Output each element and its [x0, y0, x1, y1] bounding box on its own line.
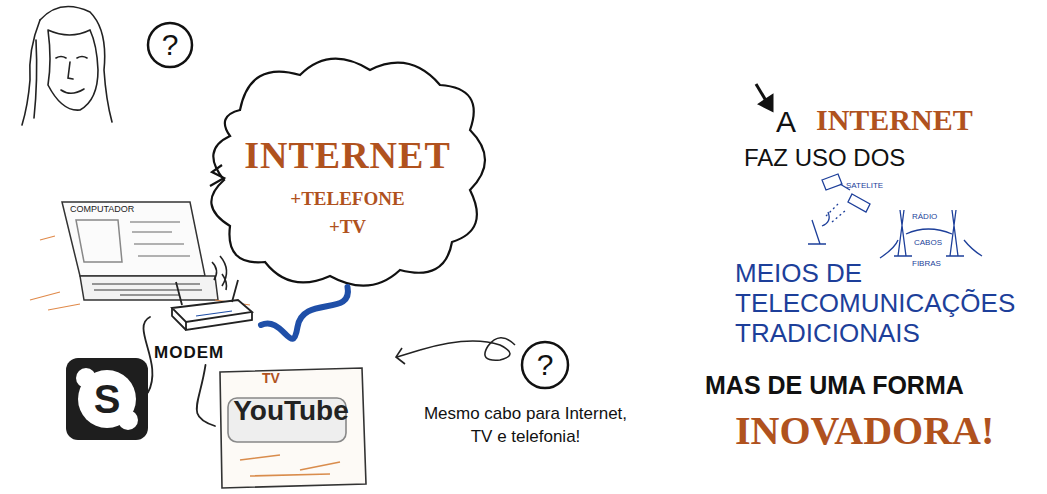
radio-towers: [880, 210, 982, 258]
media-label: RÁDIO: [912, 212, 937, 221]
tv-sketch: [220, 368, 366, 488]
skype-icon: [118, 410, 138, 430]
woman-sketch: [77, 57, 87, 59]
modem-sketch: [186, 312, 252, 330]
caption-note: Mesmo cabo para Internet, TV e telefonia…: [418, 402, 633, 448]
wifi-waves: [222, 274, 227, 290]
tv-node: TV YouTube: [215, 365, 367, 487]
skype-icon: [76, 368, 96, 388]
modem-sketch: [196, 311, 232, 316]
caption-pointer: [396, 348, 405, 364]
device-label: TV: [262, 369, 280, 387]
caption-pointer: [396, 338, 515, 364]
satellite-sketch: [822, 212, 829, 226]
app-logo: S: [94, 377, 121, 421]
heading-word: A: [776, 104, 796, 140]
heading-line: FAZ USO DOS: [744, 144, 905, 172]
laptop-sketch: [76, 220, 122, 262]
cloud-outline: [210, 165, 224, 186]
laptop-sketch: [30, 236, 250, 310]
wifi-waves: [212, 262, 217, 280]
satellite-sketch: [826, 204, 846, 222]
wire-line: [197, 365, 215, 426]
woman-sketch: [40, 7, 112, 122]
modem-sketch: [172, 300, 252, 322]
question-mark: ?: [522, 342, 568, 388]
cloud-item: +TV: [329, 213, 366, 241]
device-label: COMPUTADOR: [70, 204, 218, 215]
woman-sketch: [61, 89, 84, 93]
modem-sketch: [172, 308, 186, 330]
modem-sketch: [172, 280, 252, 330]
satellite-sketch: [822, 174, 842, 190]
media-label: CABOS: [914, 238, 942, 247]
cloud-outline: [210, 59, 485, 286]
woman-sketch: [48, 30, 98, 110]
woman-sketch: [68, 62, 73, 79]
cloud-outline: [211, 59, 485, 286]
pointer-arrow: [756, 84, 772, 110]
skype-icon: [66, 358, 148, 440]
media-label: SATELITE: [846, 181, 883, 190]
cloud-title: INTERNET: [244, 133, 451, 177]
skype-icon: [66, 358, 148, 440]
question-circle: [522, 342, 568, 388]
pointer-arrow: [760, 96, 772, 110]
media-heading: MEIOS DE TELECOMUNICAÇÕES TRADICIONAIS: [735, 258, 1040, 348]
cable-line: [261, 287, 348, 339]
radio-towers: [906, 229, 952, 234]
laptop-sketch: [80, 276, 218, 300]
laptop-sketch: [92, 284, 202, 295]
computer-node: COMPUTADOR: [62, 200, 218, 305]
device-label: MODEM: [154, 343, 261, 363]
question-circle: [148, 23, 192, 67]
tv-sketch: [240, 455, 340, 476]
laptop-sketch: [30, 202, 250, 310]
app-logo: YouTube: [233, 393, 349, 429]
cloud-item: +TELEFONE: [290, 185, 404, 213]
heading-line: MAS DE UMA FORMA: [705, 370, 964, 400]
wire-line: [143, 317, 152, 392]
woman-sketch: [56, 57, 66, 59]
caption-pointer: [420, 338, 515, 360]
satellite-sketch: [848, 194, 870, 212]
woman-sketch: [22, 7, 112, 125]
skype-node: S: [66, 358, 148, 440]
modem-node: MODEM: [150, 285, 261, 365]
emphasis-word: INOVADORA!: [735, 408, 994, 454]
modem-sketch: [176, 282, 182, 305]
wifi-waves: [212, 256, 227, 290]
question-mark: ?: [148, 23, 192, 67]
media-label: FIBRAS: [912, 259, 941, 268]
modem-sketch: [232, 280, 238, 302]
cloud-node: INTERNET +TELEFONE+TV: [205, 55, 490, 287]
heading-word: INTERNET: [816, 102, 973, 138]
woman-sketch: [34, 40, 37, 118]
satellite-sketch: [808, 220, 826, 244]
tv-sketch: [220, 368, 366, 488]
woman-sketch: [22, 20, 40, 125]
laptop-sketch: [130, 222, 190, 256]
